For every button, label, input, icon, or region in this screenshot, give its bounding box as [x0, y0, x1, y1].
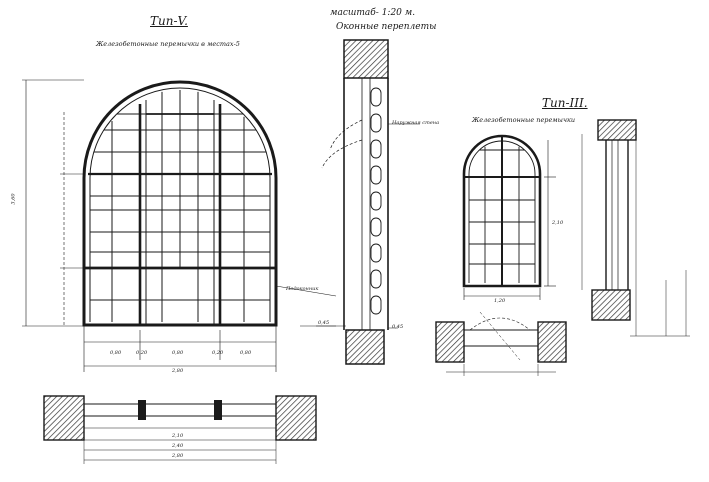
section-glazing-unit [370, 269, 382, 289]
type-iii-section [581, 119, 690, 337]
plan-v-dim-3: 2,80 [172, 453, 184, 459]
scale-title: масштаб- 1:20 м. [330, 8, 416, 18]
type-v-title: Тип-V. [150, 14, 188, 28]
type-v-module-dim-1: 0,80 [110, 350, 122, 356]
type-iii-dimensions [463, 140, 556, 300]
type-iii-plan [435, 311, 567, 376]
sheet-title: Оконные переплеты [336, 22, 437, 32]
type-v-height-dim: 3,60 [10, 193, 17, 205]
section-bottom-dim: 0,45 [392, 324, 404, 330]
type-v-elevation [82, 80, 278, 327]
section-glazing-unit [370, 165, 382, 185]
type-v-dimensions [22, 79, 337, 372]
type-v-module-dim-5: 0,80 [240, 350, 252, 356]
section-glazing-unit [370, 87, 382, 107]
type-v-module-dim-2: 0,20 [136, 350, 148, 356]
section-top-note: Наружная стена [392, 120, 440, 126]
type-iii-height-dim: 2,10 [552, 220, 564, 226]
type-v-subtitle: Железобетонные перемычки в местах-5 [96, 40, 240, 48]
section-glazing-unit [370, 139, 382, 159]
type-v-width-dim: 2,80 [172, 368, 184, 374]
type-v-plan [43, 395, 317, 464]
section-glazing-unit [370, 243, 382, 263]
section-glazing-unit [370, 191, 382, 211]
plan-v-dim-1: 2,10 [172, 433, 184, 439]
type-v-bottom-dim: 0,45 [318, 320, 330, 326]
plan-v-dim-2: 2,40 [172, 443, 184, 449]
type-v-module-dim-3: 0,80 [172, 350, 184, 356]
type-iii-subtitle: Железобетонные перемычки [472, 116, 576, 124]
type-v-module-dim-4: 0,20 [212, 350, 224, 356]
type-iii-width-dim: 1,20 [494, 298, 506, 304]
wall-section [316, 39, 420, 365]
section-glazing-unit [370, 113, 382, 133]
type-iii-title: Тип-III. [542, 96, 588, 110]
type-iii-elevation [462, 134, 542, 288]
section-glazing-unit [370, 295, 382, 315]
section-glazing-unit [370, 217, 382, 237]
type-v-level-note: Подоконник [286, 286, 319, 292]
